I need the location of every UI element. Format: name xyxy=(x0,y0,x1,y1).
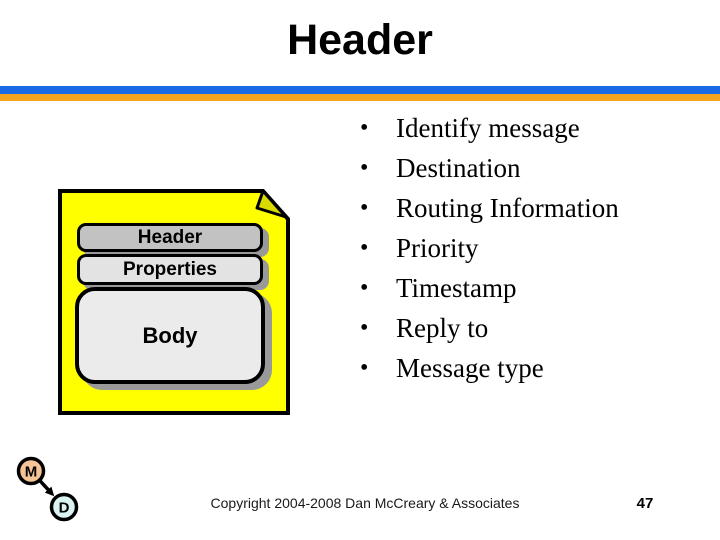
page-number: 47 xyxy=(636,495,654,512)
divider-blue-bar xyxy=(0,86,720,94)
m-to-d-arrowhead-icon xyxy=(44,486,55,497)
bullet-text: Destination xyxy=(396,153,521,183)
bullet-item: • Message type xyxy=(352,348,712,388)
folded-corner-icon xyxy=(255,189,288,219)
bullet-icon: • xyxy=(360,275,369,301)
bullet-icon: • xyxy=(360,235,369,261)
bullet-text: Routing Information xyxy=(396,193,619,223)
bullet-text: Priority xyxy=(396,233,479,263)
divider-orange-bar xyxy=(0,94,720,101)
metadata-node-label: M xyxy=(25,464,38,481)
properties-box-label: Properties xyxy=(123,258,217,280)
bullet-item: • Destination xyxy=(352,148,712,188)
metadata-node-circle xyxy=(16,456,46,486)
footer-copyright: Copyright 2004-2008 Dan McCreary & Assoc… xyxy=(210,495,520,511)
bullet-text: Reply to xyxy=(396,313,489,343)
slide-title: Header xyxy=(287,16,433,64)
body-box: Body xyxy=(75,287,265,384)
bullet-item: • Routing Information xyxy=(352,188,712,228)
bullet-icon: • xyxy=(360,195,369,221)
bullet-item: • Priority xyxy=(352,228,712,268)
bullet-icon: • xyxy=(360,355,369,381)
header-box-label: Header xyxy=(137,226,203,248)
bullet-item: • Timestamp xyxy=(352,268,712,308)
bullet-icon: • xyxy=(360,115,369,141)
bullet-text: Identify message xyxy=(396,113,580,143)
bullet-icon: • xyxy=(360,155,369,181)
bullet-text: Timestamp xyxy=(396,273,517,303)
data-node-circle xyxy=(49,492,79,522)
body-box-label: Body xyxy=(142,322,198,348)
bullet-list: • Identify message • Destination • Routi… xyxy=(352,108,712,388)
bullet-item: • Reply to xyxy=(352,308,712,348)
properties-box: Properties xyxy=(77,254,263,285)
header-box: Header xyxy=(77,223,263,252)
metadata-data-diagram: M D xyxy=(16,456,79,522)
m-to-d-arrow-line xyxy=(38,479,50,492)
bullet-icon: • xyxy=(360,315,369,341)
data-node-label: D xyxy=(59,500,70,517)
bullet-item: • Identify message xyxy=(352,108,712,148)
bullet-text: Message type xyxy=(396,353,544,383)
